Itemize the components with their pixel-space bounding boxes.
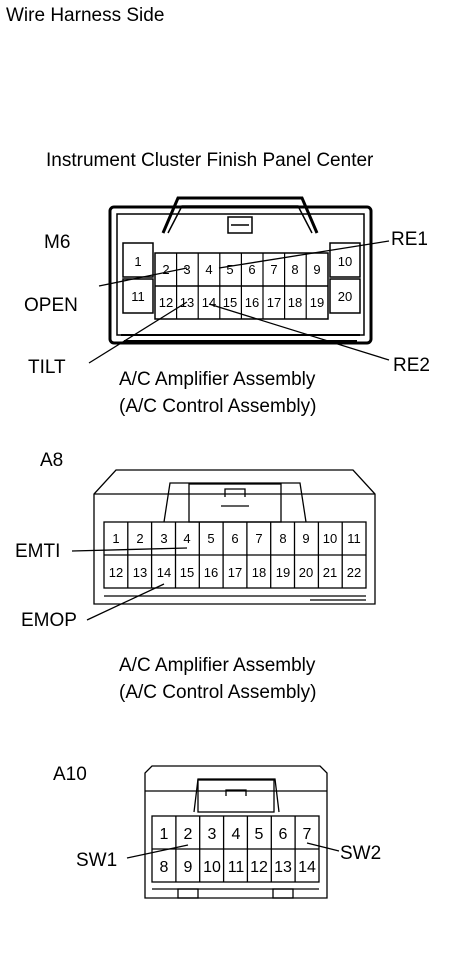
m6-label-open: OPEN [24, 295, 78, 316]
a8-pin: 20 [299, 565, 313, 580]
a10-pin: 10 [203, 859, 221, 876]
a10-pin: 4 [232, 826, 241, 843]
a10-pin: 8 [160, 859, 169, 876]
a8-pin: 2 [136, 531, 143, 546]
m6-pin: 12 [159, 295, 173, 310]
m6-connector-code: M6 [44, 232, 71, 253]
m6-pin: 10 [338, 254, 352, 269]
a8-pin: 21 [323, 565, 337, 580]
m6-connector-name: Instrument Cluster Finish Panel Center [46, 150, 374, 171]
m6-pin: 8 [291, 262, 298, 277]
m6-pin: 4 [205, 262, 212, 277]
m6-label-re1: RE1 [391, 229, 428, 250]
m6-pin: 14 [202, 295, 216, 310]
m6-leader-re2 [208, 303, 390, 361]
a10-leader-sw1 [126, 844, 189, 859]
a8-pin: 1 [112, 531, 119, 546]
a10-label-sw1: SW1 [76, 850, 118, 871]
a8-pin: 8 [279, 531, 286, 546]
a10-pin: 14 [298, 859, 316, 876]
a8-pin: 3 [160, 531, 167, 546]
a8-pin: 12 [109, 565, 123, 580]
a8-pin: 17 [228, 565, 242, 580]
a10-pin: 7 [303, 826, 312, 843]
a10-pin: 11 [228, 859, 245, 876]
m6-leader-tilt [88, 301, 188, 364]
a10-leader-lines [126, 842, 340, 859]
a10-connector-code: A10 [53, 764, 87, 785]
m6-pin: 6 [248, 262, 255, 277]
a8-pin: 9 [302, 531, 309, 546]
m6-label-tilt: TILT [28, 357, 66, 378]
m6-pin: 3 [183, 262, 190, 277]
m6-leader-open [98, 267, 188, 287]
m6-pin: 19 [310, 295, 324, 310]
m6-pin: 2 [162, 262, 169, 277]
a8-connector-name-line2: (A/C Control Assembly) [119, 396, 317, 417]
m6-pin: 16 [245, 295, 259, 310]
a8-connector-code: A8 [40, 450, 64, 471]
m6-pin: 18 [288, 295, 302, 310]
a8-leader-emop [86, 583, 165, 621]
a8-pin: 22 [347, 565, 361, 580]
m6-pin: 5 [226, 262, 233, 277]
a8-pin: 11 [347, 531, 361, 546]
a8-pin: 18 [252, 565, 266, 580]
a10-pin: 2 [184, 826, 193, 843]
a8-pin: 19 [276, 565, 290, 580]
a8-connector-name-line1: A/C Amplifier Assembly [119, 369, 316, 390]
m6-label-re2: RE2 [393, 355, 430, 376]
m6-pin-numbers: 1 2 3 4 5 6 7 8 9 10 11 12 13 14 15 16 1… [131, 254, 352, 310]
m6-pin: 20 [338, 289, 352, 304]
a8-leader-lines [71, 547, 188, 621]
page-title: Wire Harness Side [6, 5, 165, 26]
a10-leader-sw2 [306, 842, 340, 852]
m6-pin: 17 [267, 295, 281, 310]
m6-leader-re1 [218, 240, 390, 269]
m6-pin: 7 [270, 262, 277, 277]
a8-pin: 15 [180, 565, 194, 580]
a8-pin: 5 [207, 531, 214, 546]
a8-pin-numbers: 1 2 3 4 5 6 7 8 9 10 11 12 13 14 15 16 1… [109, 531, 361, 580]
a10-label-sw2: SW2 [340, 843, 382, 864]
a8-pin: 7 [255, 531, 262, 546]
m6-pin: 11 [131, 289, 145, 304]
m6-leader-lines [88, 240, 390, 364]
a10-pin-numbers: 1 2 3 4 5 6 7 8 9 10 11 12 13 14 [160, 826, 316, 876]
a10-pin: 3 [208, 826, 217, 843]
a8-pin: 6 [231, 531, 238, 546]
a10-connector-name-line1: A/C Amplifier Assembly [119, 655, 316, 676]
a8-pin: 4 [183, 531, 190, 546]
m6-pin: 9 [313, 262, 320, 277]
a8-pin: 16 [204, 565, 218, 580]
a10-pin: 9 [184, 859, 193, 876]
a10-pin: 1 [160, 826, 169, 843]
a8-pin: 13 [133, 565, 147, 580]
a8-pin: 14 [157, 565, 171, 580]
m6-pin: 15 [223, 295, 237, 310]
m6-pin: 1 [134, 254, 141, 269]
a8-connector-body [93, 469, 376, 605]
a10-pin: 12 [250, 859, 268, 876]
a8-label-emop: EMOP [21, 610, 77, 631]
a10-pin: 6 [279, 826, 288, 843]
a10-pin: 13 [274, 859, 292, 876]
a10-connector-body [144, 765, 328, 899]
m6-connector-body [108, 196, 373, 345]
a8-pin: 10 [323, 531, 337, 546]
a8-label-emti: EMTI [15, 541, 61, 562]
a10-connector-name-line2: (A/C Control Assembly) [119, 682, 317, 703]
a8-leader-emti [71, 547, 188, 552]
a10-pin: 5 [255, 826, 264, 843]
